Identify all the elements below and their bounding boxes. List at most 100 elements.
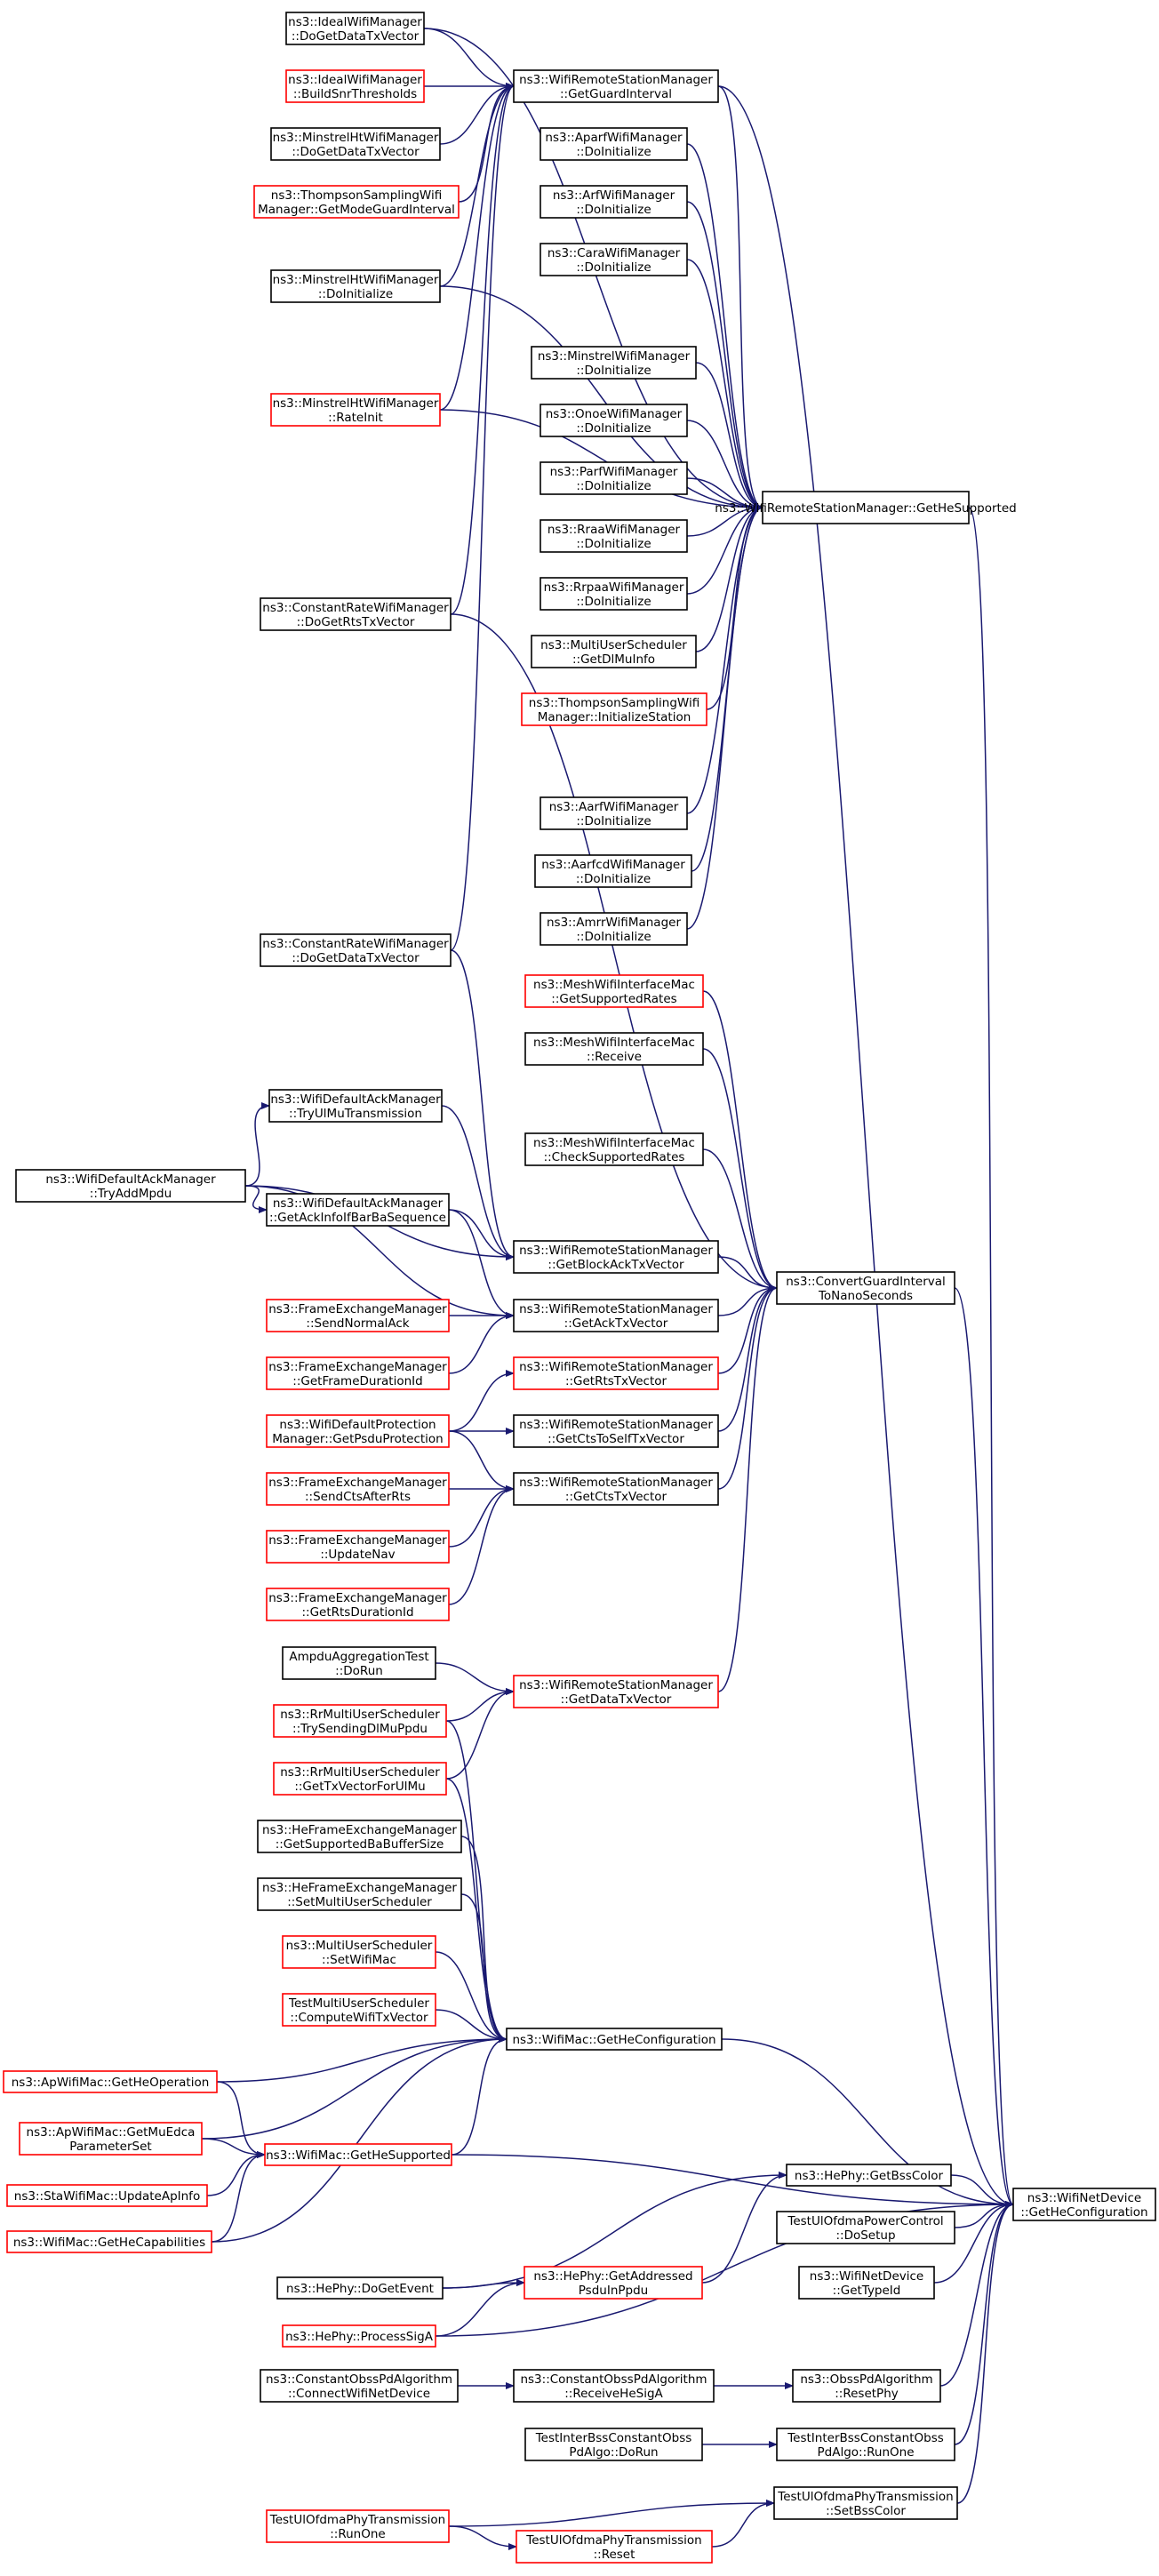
node-label: ::GetGuardInterval [560, 87, 672, 101]
node-label: ::GetSupportedRates [551, 992, 676, 1006]
node-label: ns3::HePhy::GetBssColor [795, 2169, 944, 2183]
node-aparf_doinit[interactable]: ns3::AparfWifiManager::DoInitialize [540, 127, 688, 161]
node-defack_getackinfo[interactable]: ns3::WifiDefaultAckManager::GetAckInfoIf… [266, 1193, 450, 1227]
node-box [266, 1356, 450, 1390]
node-wrsm_getctstoself[interactable]: ns3::WifiRemoteStationManager::GetCtsToS… [513, 1414, 719, 1448]
node-wrsm_getguard[interactable]: ns3::WifiRemoteStationManager::GetGuardI… [513, 69, 719, 103]
node-rraa_doinit[interactable]: ns3::RraaWifiManager::DoInitialize [540, 519, 688, 553]
node-defack_tryaddmpdu[interactable]: ns3::WifiDefaultAckManager::TryAddMpdu [15, 1169, 246, 1203]
node-amrr_doinit[interactable]: ns3::AmrrWifiManager::DoInitialize [540, 912, 688, 946]
node-box [540, 185, 688, 219]
node-hefem_setmus[interactable]: ns3::HeFrameExchangeManager::SetMultiUse… [257, 1877, 462, 1911]
node-minstrel_doinit[interactable]: ns3::MinstrelWifiManager::DoInitialize [531, 346, 697, 380]
node-box [534, 854, 692, 888]
node-mesh_check[interactable]: ns3::MeshWifiInterfaceMac::CheckSupporte… [524, 1132, 704, 1166]
node-thompson_initstation[interactable]: ns3::ThompsonSamplingWifiManager::Initia… [521, 692, 707, 726]
edge-stawifimac_updateap-to-wifimac_gethesupported [206, 2151, 266, 2196]
node-label: ns3::WifiMac::GetHeCapabilities [13, 2236, 205, 2250]
node-constobss_connect[interactable]: ns3::ConstantObssPdAlgorithm::ConnectWif… [260, 2369, 459, 2403]
edge-thompson_getmode-to-wrsm_getguard [458, 83, 515, 203]
node-stawifimac_updateap[interactable]: ns3::StaWifiMac::UpdateApInfo [6, 2184, 208, 2207]
node-testulphy_setbsscolor[interactable]: TestUlOfdmaPhyTransmission::SetBssColor [773, 2486, 958, 2520]
node-root[interactable]: ns3::WifiNetDevice::GetHeConfiguration [1012, 2188, 1156, 2221]
node-label: ns3::AparfWifiManager [545, 131, 683, 145]
node-testmus_compute[interactable]: TestMultiUserScheduler::ComputeWifiTxVec… [282, 1993, 436, 2027]
node-box [6, 2230, 212, 2253]
node-wrsm_getdatatx[interactable]: ns3::WifiRemoteStationManager::GetDataTx… [513, 1675, 719, 1708]
edge-wifimac_gethesupported-to-wifimac_gethecfg [451, 2036, 508, 2156]
node-defack_tryulmu[interactable]: ns3::WifiDefaultAckManager::TryUlMuTrans… [268, 1089, 443, 1123]
node-arf_doinit[interactable]: ns3::ArfWifiManager::DoInitialize [540, 185, 688, 219]
node-aarf_doinit[interactable]: ns3::AarfWifiManager::DoInitialize [540, 796, 688, 830]
node-box [773, 2486, 958, 2520]
node-constobss_receivehesiga[interactable]: ns3::ConstantObssPdAlgorithm::ReceiveHeS… [513, 2369, 715, 2403]
node-wrsm_gethesupported[interactable]: ns3::WifiRemoteStationManager::GetHeSupp… [715, 491, 1017, 524]
node-testulphy_runone[interactable]: TestUlOfdmaPhyTransmission::RunOne [266, 2509, 450, 2543]
node-label: ::Reset [594, 2548, 635, 2562]
node-mesh_receive[interactable]: ns3::MeshWifiInterfaceMac::Receive [524, 1032, 704, 1066]
node-aarfcd_doinit[interactable]: ns3::AarfcdWifiManager::DoInitialize [534, 854, 692, 888]
node-label: ParameterSet [69, 2140, 151, 2154]
node-mus_getdlmu[interactable]: ns3::MultiUserScheduler::GetDlMuInfo [531, 635, 697, 668]
node-wifinetdevice_gettypeid[interactable]: ns3::WifiNetDevice::GetTypeId [798, 2266, 935, 2300]
node-fem_getrtsduration[interactable]: ns3::FrameExchangeManager::GetRtsDuratio… [266, 1588, 450, 1621]
node-ideal_dogetdata[interactable]: ns3::IdealWifiManager::DoGetDataTxVector [285, 12, 425, 45]
node-box [270, 127, 441, 161]
node-testulphy_reset[interactable]: TestUlOfdmaPhyTransmission::Reset [516, 2530, 713, 2564]
node-label: ns3::ConvertGuardInterval [786, 1275, 946, 1289]
node-rrpaa_doinit[interactable]: ns3::RrpaaWifiManager::DoInitialize [540, 577, 688, 611]
node-ideal_buildsnr[interactable]: ns3::IdealWifiManager::BuildSnrThreshold… [285, 69, 425, 103]
node-fem_updatenav[interactable]: ns3::FrameExchangeManager::UpdateNav [266, 1530, 450, 1564]
node-cara_doinit[interactable]: ns3::CaraWifiManager::DoInitialize [540, 243, 688, 276]
node-ampdu_dorun[interactable]: AmpduAggregationTest::DoRun [282, 1646, 436, 1680]
node-hephy_dogetevent[interactable]: ns3::HePhy::DoGetEvent [276, 2276, 444, 2300]
node-obsspd_resetphy[interactable]: ns3::ObssPdAlgorithm::ResetPhy [792, 2369, 941, 2403]
node-defprot_getpsdu[interactable]: ns3::WifiDefaultProtectionManager::GetPs… [266, 1414, 450, 1448]
node-wrsm_getblockack[interactable]: ns3::WifiRemoteStationManager::GetBlockA… [513, 1240, 719, 1274]
node-wrsm_getack[interactable]: ns3::WifiRemoteStationManager::GetAckTxV… [513, 1299, 719, 1332]
node-onoe_doinit[interactable]: ns3::OnoeWifiManager::DoInitialize [540, 404, 688, 437]
nodes-layer: ns3::IdealWifiManager::DoGetDataTxVector… [3, 12, 1156, 2564]
node-label: ns3::WifiDefaultAckManager [45, 1172, 216, 1187]
node-minstrelht_doinit[interactable]: ns3::MinstrelHtWifiManager::DoInitialize [270, 269, 441, 303]
edge-defack_tryulmu-to-wrsm_getblockack [441, 1105, 515, 1260]
node-wifimac_gethecfg[interactable]: ns3::WifiMac::GetHeConfiguration [506, 2028, 723, 2051]
node-wifimac_gethecap[interactable]: ns3::WifiMac::GetHeCapabilities [6, 2230, 212, 2253]
node-fem_getframeduration[interactable]: ns3::FrameExchangeManager::GetFrameDurat… [266, 1356, 450, 1390]
node-apwifimac_getheop[interactable]: ns3::ApWifiMac::GetHeOperation [3, 2070, 218, 2093]
node-box [798, 2266, 935, 2300]
node-mus_setwifimac[interactable]: ns3::MultiUserScheduler::SetWifiMac [282, 1935, 436, 1969]
edge-minstrelht_doinit-to-wrsm_getguard [439, 83, 515, 287]
node-fem_sendcts[interactable]: ns3::FrameExchangeManager::SendCtsAfterR… [266, 1472, 450, 1506]
node-wifimac_gethesupported[interactable]: ns3::WifiMac::GetHeSupported [264, 2143, 452, 2166]
node-minstrelht_dogetdata[interactable]: ns3::MinstrelHtWifiManager::DoGetDataTxV… [270, 127, 441, 161]
node-fem_sendnormalack[interactable]: ns3::FrameExchangeManager::SendNormalAck [266, 1299, 450, 1332]
edge-fem_getrtsduration-to-wrsm_getcts [448, 1485, 515, 1605]
node-testulpc_dosetup[interactable]: TestUlOfdmaPowerControl::DoSetup [776, 2211, 955, 2244]
node-thompson_getmode[interactable]: ns3::ThompsonSamplingWifiManager::GetMod… [253, 185, 460, 219]
edge-defack_getackinfo-to-wrsm_getblockack [448, 1209, 515, 1260]
node-wrsm_getcts[interactable]: ns3::WifiRemoteStationManager::GetCtsTxV… [513, 1472, 719, 1506]
node-label: ::CheckSupportedRates [544, 1150, 685, 1164]
node-label: ns3::WifiMac::GetHeSupported [266, 2148, 451, 2163]
node-hephy_getbsscolor[interactable]: ns3::HePhy::GetBssColor [786, 2164, 952, 2187]
node-minstrelht_rateinit[interactable]: ns3::MinstrelHtWifiManager::RateInit [270, 393, 441, 427]
edge-defack_getackinfo-to-wrsm_getack [448, 1209, 515, 1319]
node-constrate_getrts[interactable]: ns3::ConstantRateWifiManager::DoGetRtsTx… [260, 597, 452, 631]
node-rrmus_trysending[interactable]: ns3::RrMultiUserScheduler::TrySendingDlM… [273, 1704, 447, 1738]
node-mesh_getsupported[interactable]: ns3::MeshWifiInterfaceMac::GetSupportedR… [524, 974, 704, 1008]
node-wrsm_getrts[interactable]: ns3::WifiRemoteStationManager::GetRtsTxV… [513, 1356, 719, 1390]
node-parf_doinit[interactable]: ns3::ParfWifiManager::DoInitialize [540, 461, 688, 495]
node-constrate_getdata[interactable]: ns3::ConstantRateWifiManager::DoGetDataT… [260, 933, 452, 967]
node-hefem_getsupportedba[interactable]: ns3::HeFrameExchangeManager::GetSupporte… [257, 1820, 462, 1853]
node-box [524, 2266, 703, 2300]
node-box [285, 12, 425, 45]
node-hephy_processsiga[interactable]: ns3::HePhy::ProcessSigA [282, 2324, 436, 2348]
node-rrmus_gettxvector[interactable]: ns3::RrMultiUserScheduler::GetTxVectorFo… [273, 1762, 447, 1796]
